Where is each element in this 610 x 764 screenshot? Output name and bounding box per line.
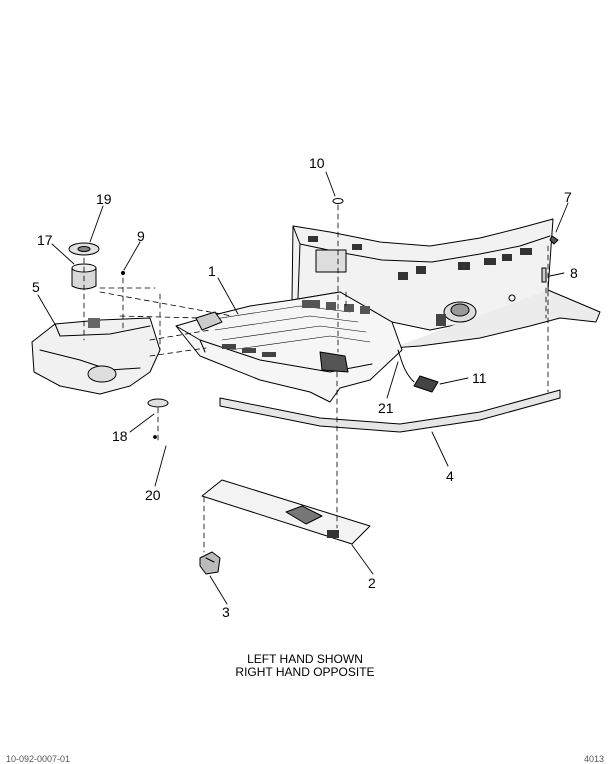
callout-11: 11 <box>472 370 487 386</box>
callout-8: 8 <box>570 265 578 281</box>
rear-trim-panel <box>175 218 601 403</box>
callout-10: 10 <box>309 155 325 171</box>
callout-19: 19 <box>96 191 112 207</box>
callout-20: 20 <box>145 487 161 503</box>
alignment-lines <box>83 204 549 553</box>
storage-bin <box>31 317 161 395</box>
callout-21: 21 <box>378 400 394 416</box>
cover-panel <box>201 479 371 545</box>
callout-3: 3 <box>222 604 230 620</box>
callout-1: 1 <box>208 263 216 279</box>
footer-page: 4013 <box>583 754 604 764</box>
callout-17: 17 <box>37 232 53 248</box>
callout-labels: 10 19 17 9 5 1 7 8 11 21 4 18 20 2 3 <box>32 155 578 620</box>
callout-9: 9 <box>137 228 145 244</box>
caption-line-1: LEFT HAND SHOWN <box>247 652 363 666</box>
clip-part <box>199 551 221 575</box>
leader-lines <box>37 171 569 605</box>
footer-code: 10-092-0007-01 <box>6 754 71 764</box>
fasteners <box>332 198 559 393</box>
callout-18: 18 <box>112 428 128 444</box>
trim-strip <box>219 389 561 433</box>
callout-7: 7 <box>564 189 572 205</box>
callout-2: 2 <box>368 575 376 591</box>
callout-4: 4 <box>446 468 454 484</box>
diagram-caption: LEFT HAND SHOWN RIGHT HAND OPPOSITE <box>0 653 610 679</box>
caption-line-2: RIGHT HAND OPPOSITE <box>235 665 375 679</box>
callout-5: 5 <box>32 279 40 295</box>
wire-harness <box>397 349 415 383</box>
